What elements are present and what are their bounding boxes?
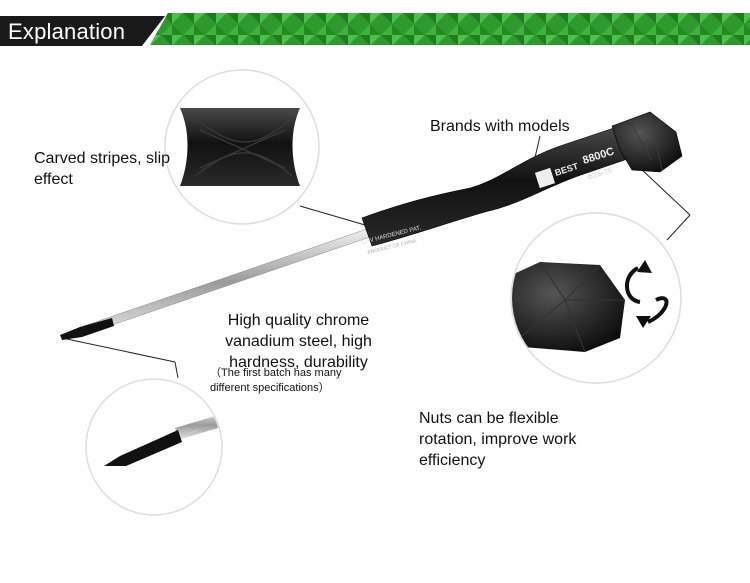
chrome-steel-label: High quality chrome vanadium steel, high… — [225, 312, 372, 371]
page-title: Explanation — [8, 19, 126, 44]
screwdriver-tip — [60, 318, 114, 340]
batch-note-label: （The first batch has many different spec… — [210, 367, 342, 394]
brands-models-label: Brands with models — [430, 118, 570, 135]
screwdriver-cap — [611, 111, 683, 173]
carved-pointer-line — [299, 205, 366, 226]
tip-pointer-line — [61, 337, 176, 363]
rotating-nut-label: Nuts can be flexible rotation, improve w… — [419, 410, 577, 469]
carved-stripes-label: Carved stripes, slip effect — [34, 150, 171, 188]
nut-pointer-line — [639, 167, 691, 216]
zoom-circle-tip — [85, 378, 223, 516]
header-tab — [0, 16, 165, 46]
zoom-circle-handle — [164, 69, 320, 225]
brand-logo-icon — [534, 167, 556, 189]
zoom-circle-nut — [510, 212, 682, 384]
header-stripe-pattern — [150, 13, 750, 45]
rotate-arrows-icon — [625, 260, 669, 328]
screwdriver — [60, 111, 683, 340]
